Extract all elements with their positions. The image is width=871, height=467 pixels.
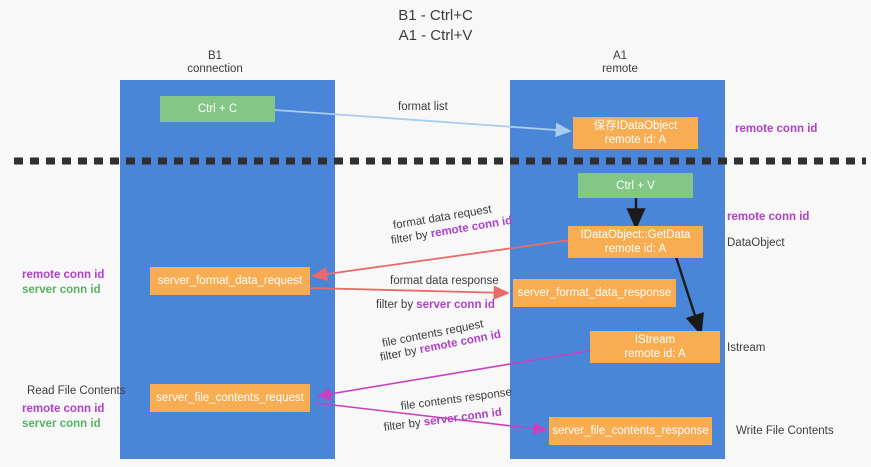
side-label-dataobject: DataObject <box>727 237 785 249</box>
side-label-write-file-contents: Write File Contents <box>736 425 834 437</box>
node-server-file-contents-request[interactable]: server_file_contents_request <box>150 384 310 412</box>
filter-key-server-conn-id: server conn id <box>416 299 495 311</box>
node-idataobject-getdata[interactable]: IDataObject::GetData remote id: A <box>568 226 703 258</box>
edge-label-format-list: format list <box>398 101 448 113</box>
column-heading-b1: B1 connection <box>187 50 243 75</box>
node-ctrl-v[interactable]: Ctrl + V <box>578 173 693 198</box>
node-server-format-data-request[interactable]: server_format_data_request <box>150 267 310 295</box>
node-istream-remote[interactable]: IStream remote id: A <box>590 331 720 363</box>
side-label-istream: Istream <box>727 342 766 354</box>
side-label-read-file-contents: Read File Contents <box>27 385 126 397</box>
node-server-file-contents-response[interactable]: server_file_contents_response <box>549 417 712 445</box>
edge-label-format-data-response: format data response <box>390 275 499 287</box>
filter-prefix: filter by <box>383 416 425 434</box>
page-title: B1 - Ctrl+C A1 - Ctrl+V <box>398 7 473 44</box>
side-label-left-remote-conn-id-mid: remote conn id <box>22 269 105 281</box>
node-ctrl-c[interactable]: Ctrl + C <box>160 96 275 122</box>
side-label-left-remote-conn-id-bottom: remote conn id <box>22 403 105 415</box>
side-label-remote-conn-id-mid: remote conn id <box>727 211 810 223</box>
side-label-remote-conn-id-top: remote conn id <box>735 123 818 135</box>
column-heading-a1: A1 remote <box>602 50 638 75</box>
side-label-left-server-conn-id-bottom: server conn id <box>22 418 101 430</box>
node-idataobject-remote[interactable]: 保存IDataObject remote id: A <box>573 117 698 149</box>
node-server-format-data-response[interactable]: server_format_data_response <box>513 279 676 307</box>
edge-label-format-data-response-filter: filter by server conn id <box>376 298 495 313</box>
side-label-left-server-conn-id-mid: server conn id <box>22 284 101 296</box>
filter-prefix: filter by <box>376 299 417 311</box>
